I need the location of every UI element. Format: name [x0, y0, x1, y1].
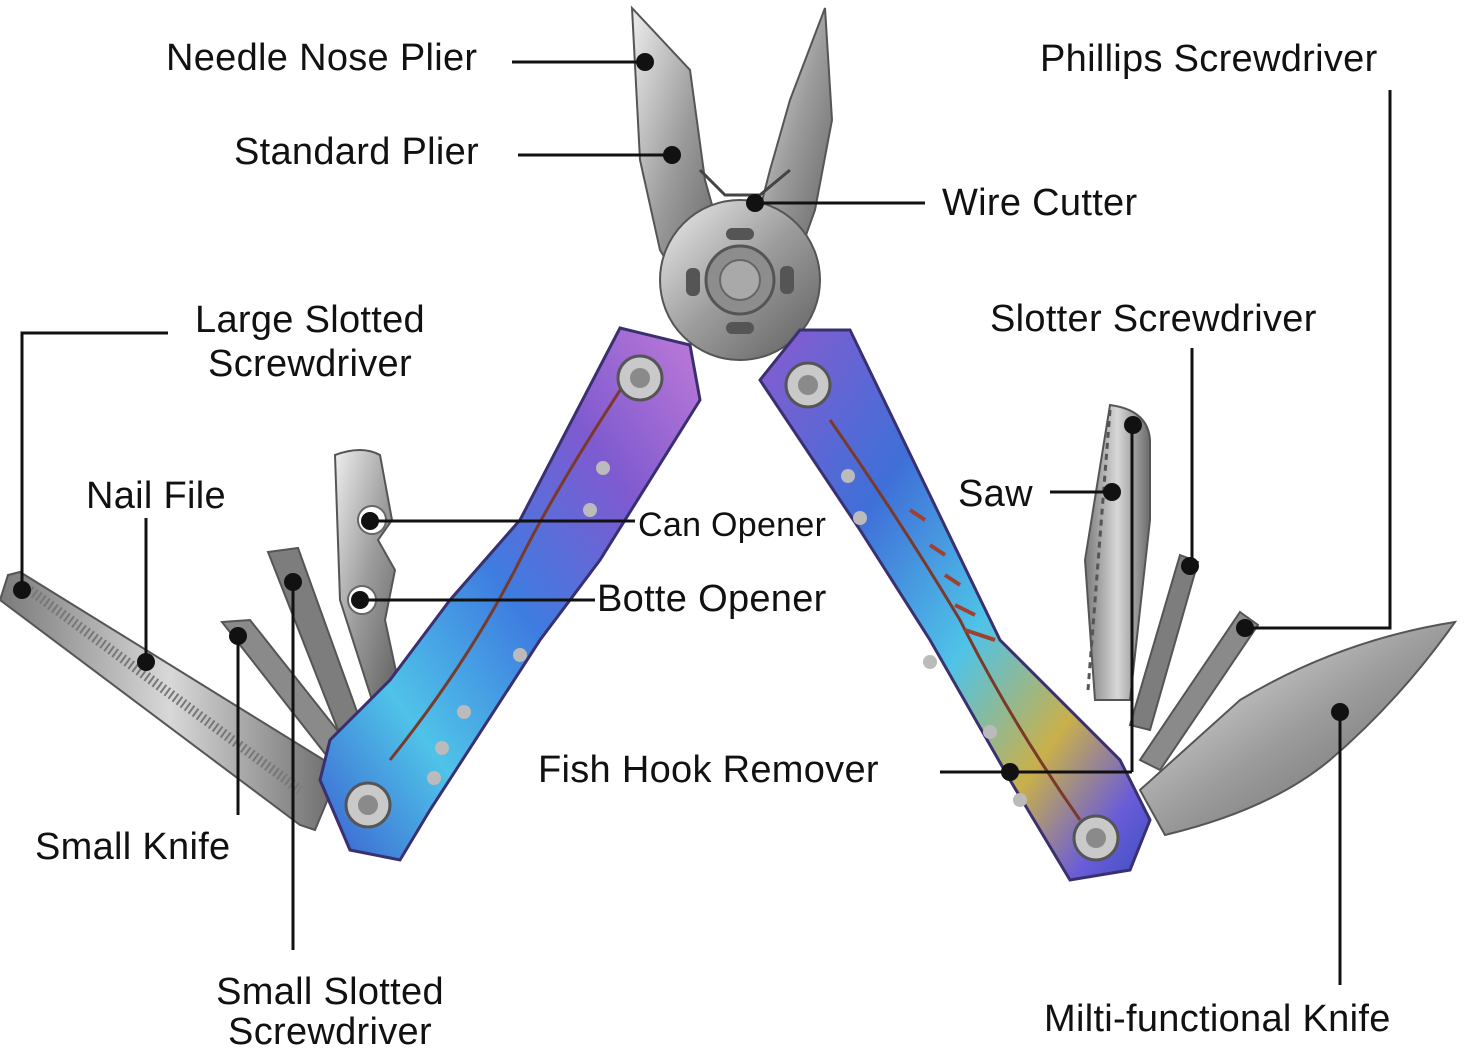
label-small-knife: Small Knife — [35, 826, 231, 868]
label-phillips-screwdriver: Phillips Screwdriver — [1040, 38, 1378, 80]
label-wire-cutter: Wire Cutter — [942, 182, 1138, 224]
leader-dots — [13, 53, 1349, 781]
right-tools — [1083, 403, 1458, 837]
label-nail-file: Nail File — [86, 475, 226, 517]
label-small-slotted-line2: Screwdriver — [228, 1011, 432, 1052]
label-multi-functional-knife: Milti-functional Knife — [1044, 998, 1391, 1040]
label-saw: Saw — [958, 473, 1033, 515]
label-botte-opener: Botte Opener — [597, 578, 827, 620]
label-needle-nose-plier: Needle Nose Plier — [166, 37, 478, 79]
label-small-slotted-line1: Small Slotted — [216, 971, 444, 1013]
label-fish-hook-remover: Fish Hook Remover — [538, 749, 879, 791]
label-standard-plier: Standard Plier — [234, 131, 480, 173]
right-handle — [758, 328, 1152, 882]
left-tools — [0, 449, 402, 832]
label-small-slotted-screwdriver: Small Slotted Screwdriver — [195, 972, 465, 1052]
plier-jaws — [630, 5, 834, 361]
label-slotter-screwdriver: Slotter Screwdriver — [990, 298, 1317, 340]
label-large-slotted-screwdriver: Large Slotted Screwdriver — [180, 298, 440, 386]
leader-lines — [20, 60, 1392, 985]
label-large-slotted-line1: Large Slotted — [195, 299, 425, 341]
label-large-slotted-line2: Screwdriver — [208, 343, 412, 385]
left-handle — [318, 326, 702, 862]
label-can-opener: Can Opener — [638, 506, 827, 544]
